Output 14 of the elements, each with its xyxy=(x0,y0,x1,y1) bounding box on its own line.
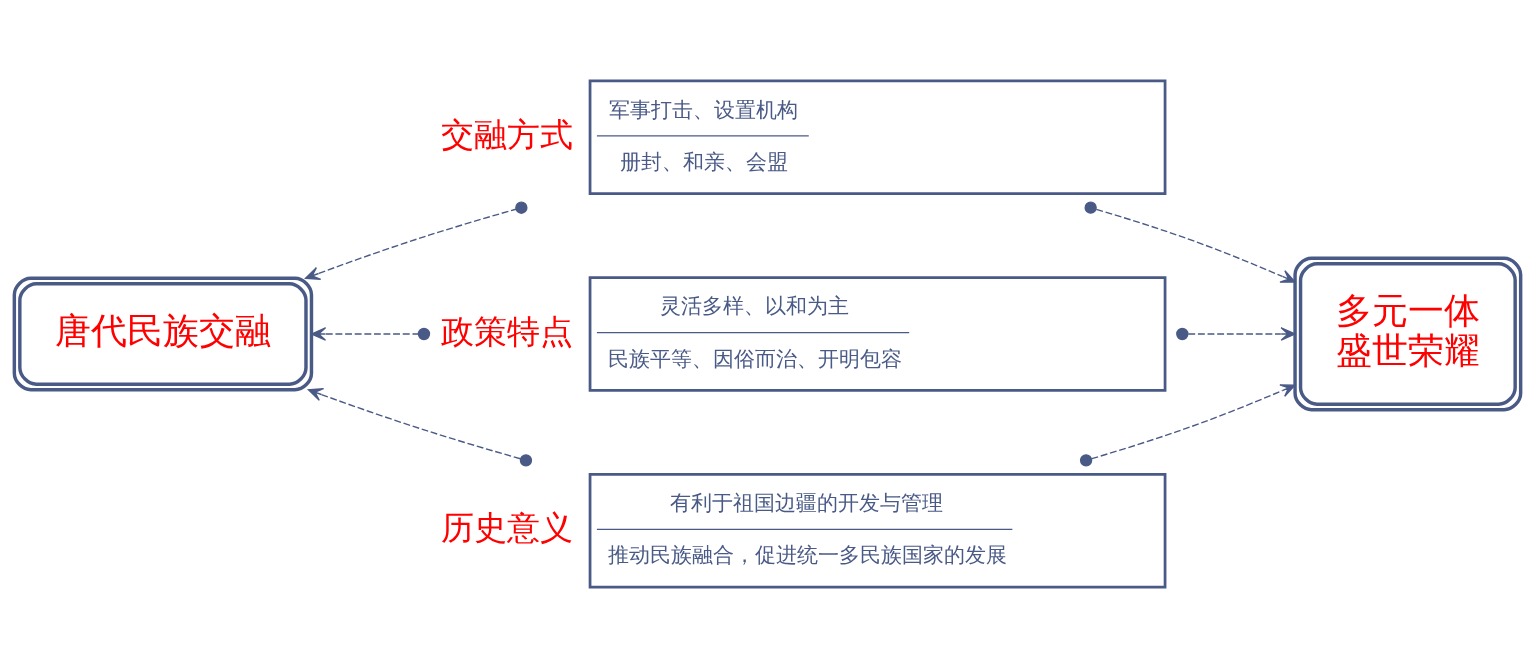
arrow xyxy=(1084,201,1296,283)
arrow xyxy=(304,201,528,280)
node-box: 唐代民族交融 xyxy=(12,276,314,392)
node-label: 交融方式 xyxy=(441,114,574,154)
node-box: 有利于祖国边疆的开发与管理 推动民族融合，促进统一多民族国家的发展 xyxy=(588,472,1167,589)
node-label: 历史意义 xyxy=(441,508,574,548)
node-box: 军事打击、设置机构 册封、和亲、会盟 xyxy=(588,79,1167,196)
arrow xyxy=(1176,327,1296,341)
arrow xyxy=(311,327,431,341)
arrow xyxy=(1079,384,1296,467)
node-label: 政策特点 xyxy=(441,311,574,351)
node-box: 多元一体 盛世荣耀 xyxy=(1293,256,1523,412)
node-box: 灵活多样、以和为主 民族平等、因俗而治、开明包容 xyxy=(588,276,1167,392)
arrow xyxy=(307,388,533,467)
